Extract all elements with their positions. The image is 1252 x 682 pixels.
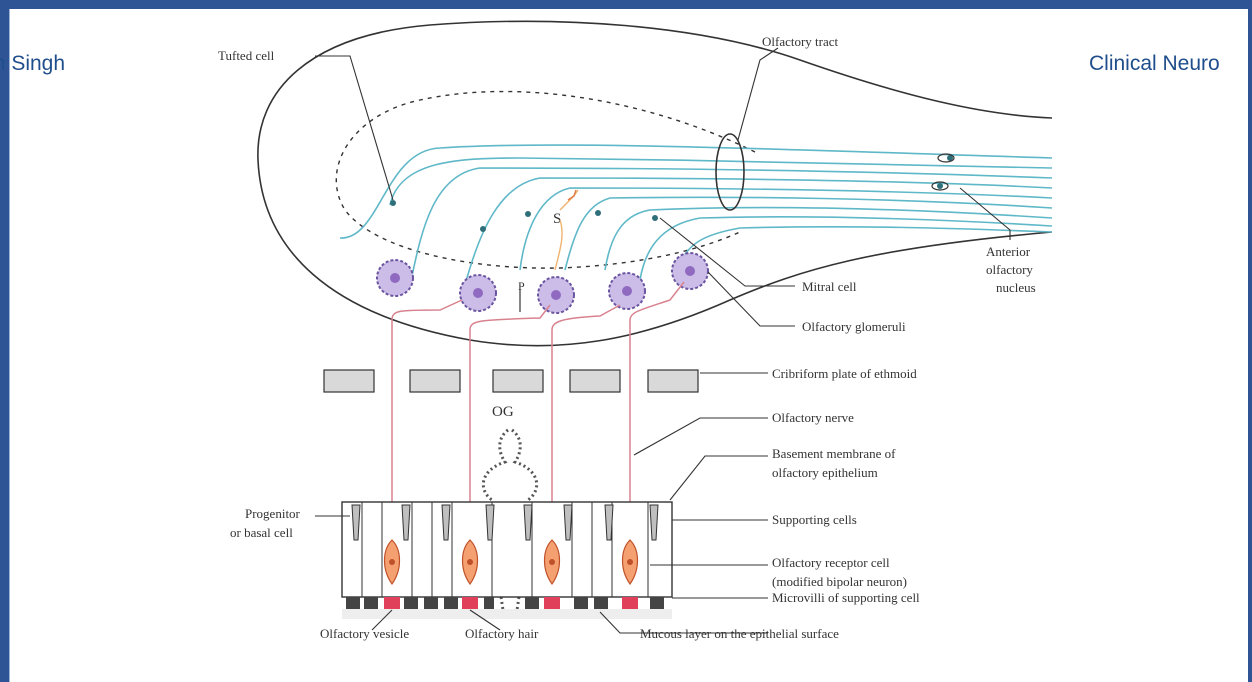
- label-progenitor-2: or basal cell: [230, 525, 293, 540]
- label-olfactory-vesicle: Olfactory vesicle: [320, 626, 409, 641]
- label-olfactory-glomeruli: Olfactory glomeruli: [802, 319, 906, 334]
- short-axon-cell-label: S: [553, 211, 561, 227]
- label-supporting-cells: Supporting cells: [772, 512, 857, 527]
- label-basement-membrane-1: Basement membrane of: [772, 446, 896, 461]
- label-progenitor-1: Progenitor: [245, 506, 301, 521]
- label-basement-membrane-2: olfactory epithelium: [772, 465, 878, 480]
- label-tufted-cell: Tufted cell: [218, 48, 275, 63]
- label-anterior-olfactory-nucleus-1: Anterior: [986, 244, 1031, 259]
- olfactory-tract-ring: [716, 134, 744, 210]
- label-cribriform-plate: Cribriform plate of ethmoid: [772, 366, 917, 381]
- label-mitral-cell: Mitral cell: [802, 279, 857, 294]
- label-microvilli: Microvilli of supporting cell: [772, 590, 920, 605]
- short-axon-fiber: [555, 190, 578, 270]
- label-mucous-layer: Mucous layer on the epithelial surface: [640, 626, 839, 641]
- label-anterior-olfactory-nucleus-3: nucleus: [996, 280, 1036, 295]
- mitral-cell-bodies: [390, 155, 953, 232]
- label-anterior-olfactory-nucleus-2: olfactory: [986, 262, 1033, 277]
- cribriform-plate: [324, 370, 698, 392]
- label-receptor-cell-2: (modified bipolar neuron): [772, 574, 907, 589]
- label-olfactory-nerve: Olfactory nerve: [772, 410, 854, 425]
- periglomerular-cell-label: P: [518, 279, 525, 293]
- label-olfactory-hair: Olfactory hair: [465, 626, 539, 641]
- bulb-dashed-boundary: [336, 92, 755, 269]
- olfactory-gland-label: OG: [492, 404, 514, 420]
- label-receptor-cell-1: Olfactory receptor cell: [772, 555, 890, 570]
- label-olfactory-tract: Olfactory tract: [762, 34, 839, 49]
